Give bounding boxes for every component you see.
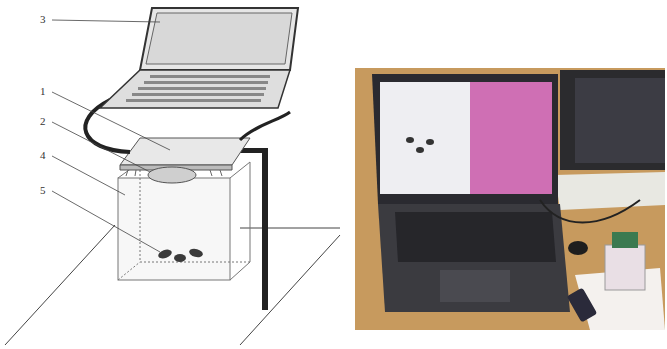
camera-plate [120, 138, 250, 183]
stand [225, 148, 268, 310]
callout-number: 3 [40, 14, 46, 25]
photo [355, 68, 665, 330]
leader-lines [52, 20, 170, 252]
glass-box [118, 162, 250, 280]
laptop [100, 8, 298, 108]
callout-number: 1 [40, 86, 46, 97]
cable [240, 112, 290, 140]
insects [157, 247, 204, 262]
callout-number: 5 [40, 185, 46, 196]
callout-number: 4 [40, 150, 46, 161]
callout-number: 2 [40, 116, 46, 127]
